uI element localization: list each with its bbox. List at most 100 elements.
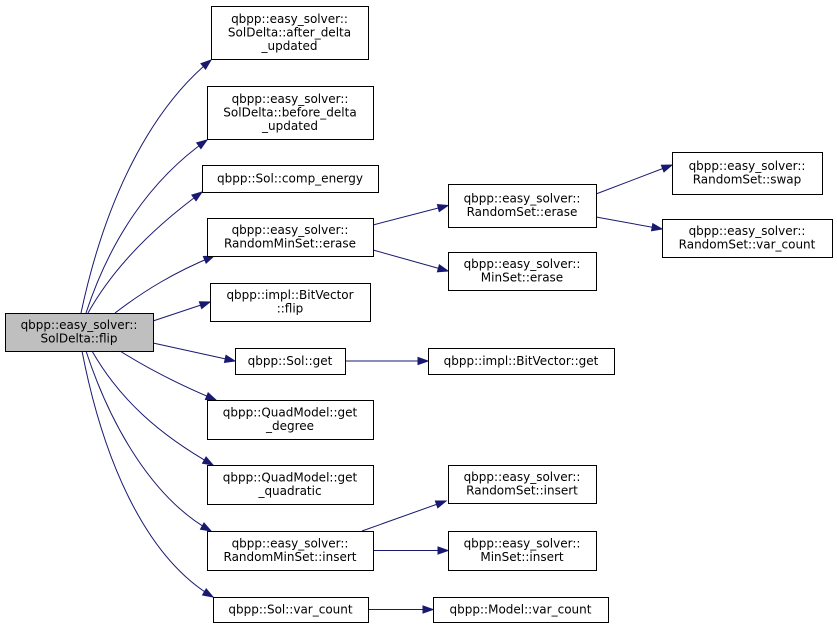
edge-root-to-sol_var_count — [81, 350, 215, 598]
node-label-line: qbpp::Sol::get — [248, 354, 333, 368]
arrowhead-root-to-after_delta — [200, 59, 213, 70]
edge-root-to-get_degree — [119, 350, 218, 401]
node-label-line: ::flip — [277, 302, 304, 316]
node-box — [207, 86, 374, 140]
arrowhead-root-to-comp_energy — [190, 191, 204, 202]
node-label-line: RandomMinSet::insert — [224, 550, 357, 564]
edge-rset_erase-to-rset_swap — [595, 164, 674, 195]
node-rset-var-count[interactable]: qbpp::easy_solver::RandomSet::var_count — [662, 219, 833, 258]
nodes: qbpp::easy_solver::SolDelta::flipqbpp::e… — [5, 6, 833, 623]
arrowhead-sol_get-to-bitvector_get — [417, 356, 430, 366]
node-label-line: qbpp::easy_solver:: — [464, 537, 581, 551]
arrowhead-root-to-bitvector_flip — [198, 301, 212, 310]
node-label-line: qbpp::easy_solver:: — [232, 537, 349, 551]
node-label-line: SolDelta::before_delta — [223, 105, 356, 119]
node-model-var-count[interactable]: qbpp::Model::var_count — [433, 597, 609, 623]
node-rset-insert[interactable]: qbpp::easy_solver::RandomSet::insert — [448, 465, 597, 504]
edge-root-to-rminset_erase — [114, 255, 216, 314]
node-box — [235, 348, 346, 375]
node-get-quadratic[interactable]: qbpp::QuadModel::get_quadratic — [207, 465, 374, 505]
edge-root-to-get_quadratic — [91, 350, 215, 466]
node-bitvector-flip[interactable]: qbpp::impl::BitVector::flip — [210, 283, 371, 322]
node-get-degree[interactable]: qbpp::QuadModel::get_degree — [207, 400, 374, 440]
node-root: qbpp::easy_solver::SolDelta::flip — [5, 313, 154, 352]
node-label-line: qbpp::easy_solver:: — [464, 257, 581, 271]
arrowhead-root-to-sol_get — [223, 354, 237, 363]
node-label-line: RandomSet::swap — [693, 173, 802, 187]
node-after-delta[interactable]: qbpp::easy_solver::SolDelta::after_delta… — [211, 6, 369, 60]
node-box — [207, 531, 374, 571]
node-label-line: RandomSet::erase — [467, 205, 578, 219]
edge-root-to-sol_get — [152, 342, 237, 363]
node-label-line: qbpp::easy_solver:: — [232, 223, 349, 237]
edge-root-to-before_delta — [85, 139, 209, 314]
node-box — [207, 465, 374, 505]
edge-root-to-comp_energy — [87, 191, 204, 314]
node-box — [662, 219, 833, 258]
node-label-line: qbpp::easy_solver:: — [689, 224, 806, 238]
node-rset-erase[interactable]: qbpp::easy_solver::RandomSet::erase — [448, 184, 597, 228]
node-rset-swap[interactable]: qbpp::easy_solver::RandomSet::swap — [672, 152, 823, 195]
node-box — [213, 597, 369, 623]
edge-root-to-bitvector_flip — [152, 301, 212, 322]
edge-sol_get-to-bitvector_get — [345, 356, 430, 366]
node-box — [428, 348, 615, 375]
node-box — [448, 184, 597, 228]
node-label-line: qbpp::Sol::var_count — [228, 602, 352, 616]
edge-rminset_erase-to-rset_erase — [372, 203, 450, 226]
node-label-line: _degree — [265, 419, 314, 433]
edge-root-to-after_delta — [80, 59, 213, 314]
arrowhead-root-to-before_delta — [195, 139, 209, 150]
node-box — [448, 531, 597, 571]
edge-rset_erase-to-rset_var_count — [595, 216, 664, 232]
edge-rminset_insert-to-rset_insert — [361, 500, 448, 532]
arrowhead-rminset_erase-to-rset_erase — [436, 203, 450, 213]
arrowhead-rset_erase-to-rset_swap — [660, 164, 674, 173]
node-label-line: qbpp::Model::var_count — [450, 602, 592, 616]
node-box — [211, 6, 369, 60]
node-rminset-erase[interactable]: qbpp::easy_solver::RandomMinSet::erase — [207, 218, 374, 257]
node-box — [207, 218, 374, 257]
node-label-line: qbpp::Sol::comp_energy — [217, 171, 363, 185]
edges — [80, 59, 674, 614]
node-bitvector-get[interactable]: qbpp::impl::BitVector::get — [428, 348, 615, 375]
node-box — [448, 465, 597, 504]
node-before-delta[interactable]: qbpp::easy_solver::SolDelta::before_delt… — [207, 86, 374, 140]
node-box — [5, 313, 154, 352]
node-comp-energy[interactable]: qbpp::Sol::comp_energy — [202, 165, 379, 193]
node-label-line: qbpp::QuadModel::get — [223, 471, 358, 485]
node-label-line: qbpp::QuadModel::get — [223, 406, 358, 420]
node-label-line: qbpp::easy_solver:: — [689, 159, 806, 173]
node-label-line: qbpp::easy_solver:: — [232, 92, 349, 106]
node-label-line: _quadratic — [257, 484, 321, 498]
edge-rminset_insert-to-minset_insert — [373, 546, 450, 555]
arrowhead-rminset_insert-to-rset_insert — [434, 500, 448, 509]
node-box — [202, 165, 379, 193]
node-label-line: MinSet::insert — [480, 550, 564, 564]
node-label-line: _updated — [261, 39, 318, 53]
node-minset-insert[interactable]: qbpp::easy_solver::MinSet::insert — [448, 531, 597, 571]
node-label-line: MinSet::erase — [481, 271, 563, 285]
node-box — [433, 597, 609, 623]
node-label-line: RandomMinSet::erase — [224, 237, 356, 251]
node-label-line: SolDelta::flip — [41, 332, 118, 346]
node-box — [207, 400, 374, 440]
node-label-line: qbpp::impl::BitVector — [226, 288, 353, 302]
node-label-line: qbpp::easy_solver:: — [464, 470, 581, 484]
node-label-line: RandomSet::var_count — [679, 238, 816, 252]
node-label-line: qbpp::easy_solver:: — [231, 12, 348, 26]
node-label-line: qbpp::easy_solver:: — [21, 318, 138, 332]
node-sol-get[interactable]: qbpp::Sol::get — [235, 348, 346, 375]
node-sol-var-count[interactable]: qbpp::Sol::var_count — [213, 597, 369, 623]
edge-rminset_erase-to-minset_erase — [372, 249, 450, 273]
edge-sol_var_count-to-model_var_count — [368, 605, 435, 614]
arrowhead-rminset_erase-to-minset_erase — [436, 264, 450, 273]
node-box — [672, 152, 823, 195]
arrowhead-root-to-get_degree — [204, 391, 218, 401]
node-label-line: qbpp::easy_solver:: — [464, 192, 581, 206]
node-minset-erase[interactable]: qbpp::easy_solver::MinSet::erase — [448, 252, 597, 291]
arrowhead-sol_var_count-to-model_var_count — [422, 605, 435, 614]
arrowhead-root-to-sol_var_count — [201, 587, 215, 598]
node-rminset-insert[interactable]: qbpp::easy_solver::RandomMinSet::insert — [207, 531, 374, 571]
